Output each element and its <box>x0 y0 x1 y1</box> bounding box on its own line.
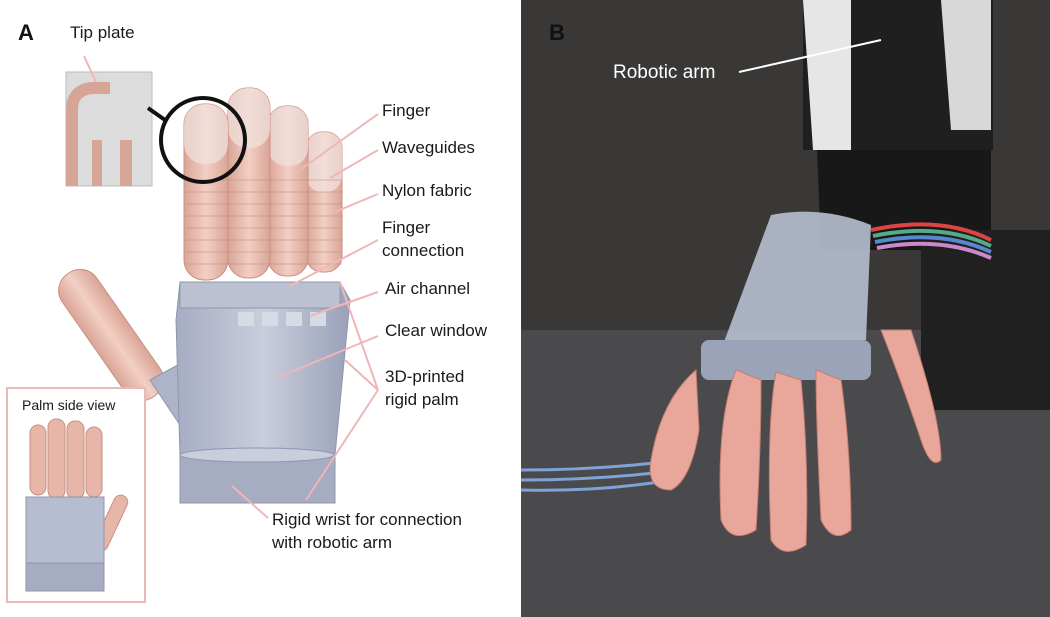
panel-label-a: A <box>18 20 34 45</box>
label-wrist-2: with robotic arm <box>272 533 392 552</box>
palm-side-view-illustration <box>25 418 129 592</box>
robotic-arm-leader <box>738 39 882 73</box>
label-finger: Finger <box>382 101 431 120</box>
tip-plate-zoom <box>65 71 153 187</box>
label-waveguides: Waveguides <box>382 138 475 157</box>
palm-side-view-inset: Palm side view <box>6 387 146 603</box>
leader-lines <box>83 55 379 519</box>
zoom-circle <box>159 96 247 184</box>
label-clear-window: Clear window <box>385 321 488 340</box>
robot-fingers <box>649 329 942 552</box>
label-finger-connection-1: Finger <box>382 218 431 237</box>
zoom-connector <box>146 106 167 122</box>
label-air-channel: Air channel <box>385 279 471 298</box>
finger-ring <box>267 105 309 277</box>
finger-middle <box>227 87 271 279</box>
panel-a: A Tip plate Finger Waveguides Nylon fabr… <box>0 0 510 617</box>
panel-b-photo: B Robotic arm <box>521 0 1050 617</box>
label-nylon-fabric: Nylon fabric <box>382 181 472 200</box>
label-wrist-1: Rigid wrist for connection <box>272 510 462 529</box>
label-finger-connection-2: connection <box>382 241 465 260</box>
wrist <box>179 447 336 504</box>
finger-ribs <box>186 179 342 265</box>
palm <box>175 281 351 456</box>
robot-hand-photo <box>521 0 1050 617</box>
panel-label-b: B <box>549 20 565 45</box>
label-tip-plate: Tip plate <box>70 23 135 42</box>
label-palm-1: 3D-printed <box>385 367 465 386</box>
label-palm-2: rigid palm <box>385 390 459 409</box>
inset-title: Palm side view <box>22 397 116 413</box>
hand-cad-illustration <box>58 55 379 519</box>
ribbon-cable <box>870 222 992 260</box>
label-robotic-arm: Robotic arm <box>613 62 716 83</box>
